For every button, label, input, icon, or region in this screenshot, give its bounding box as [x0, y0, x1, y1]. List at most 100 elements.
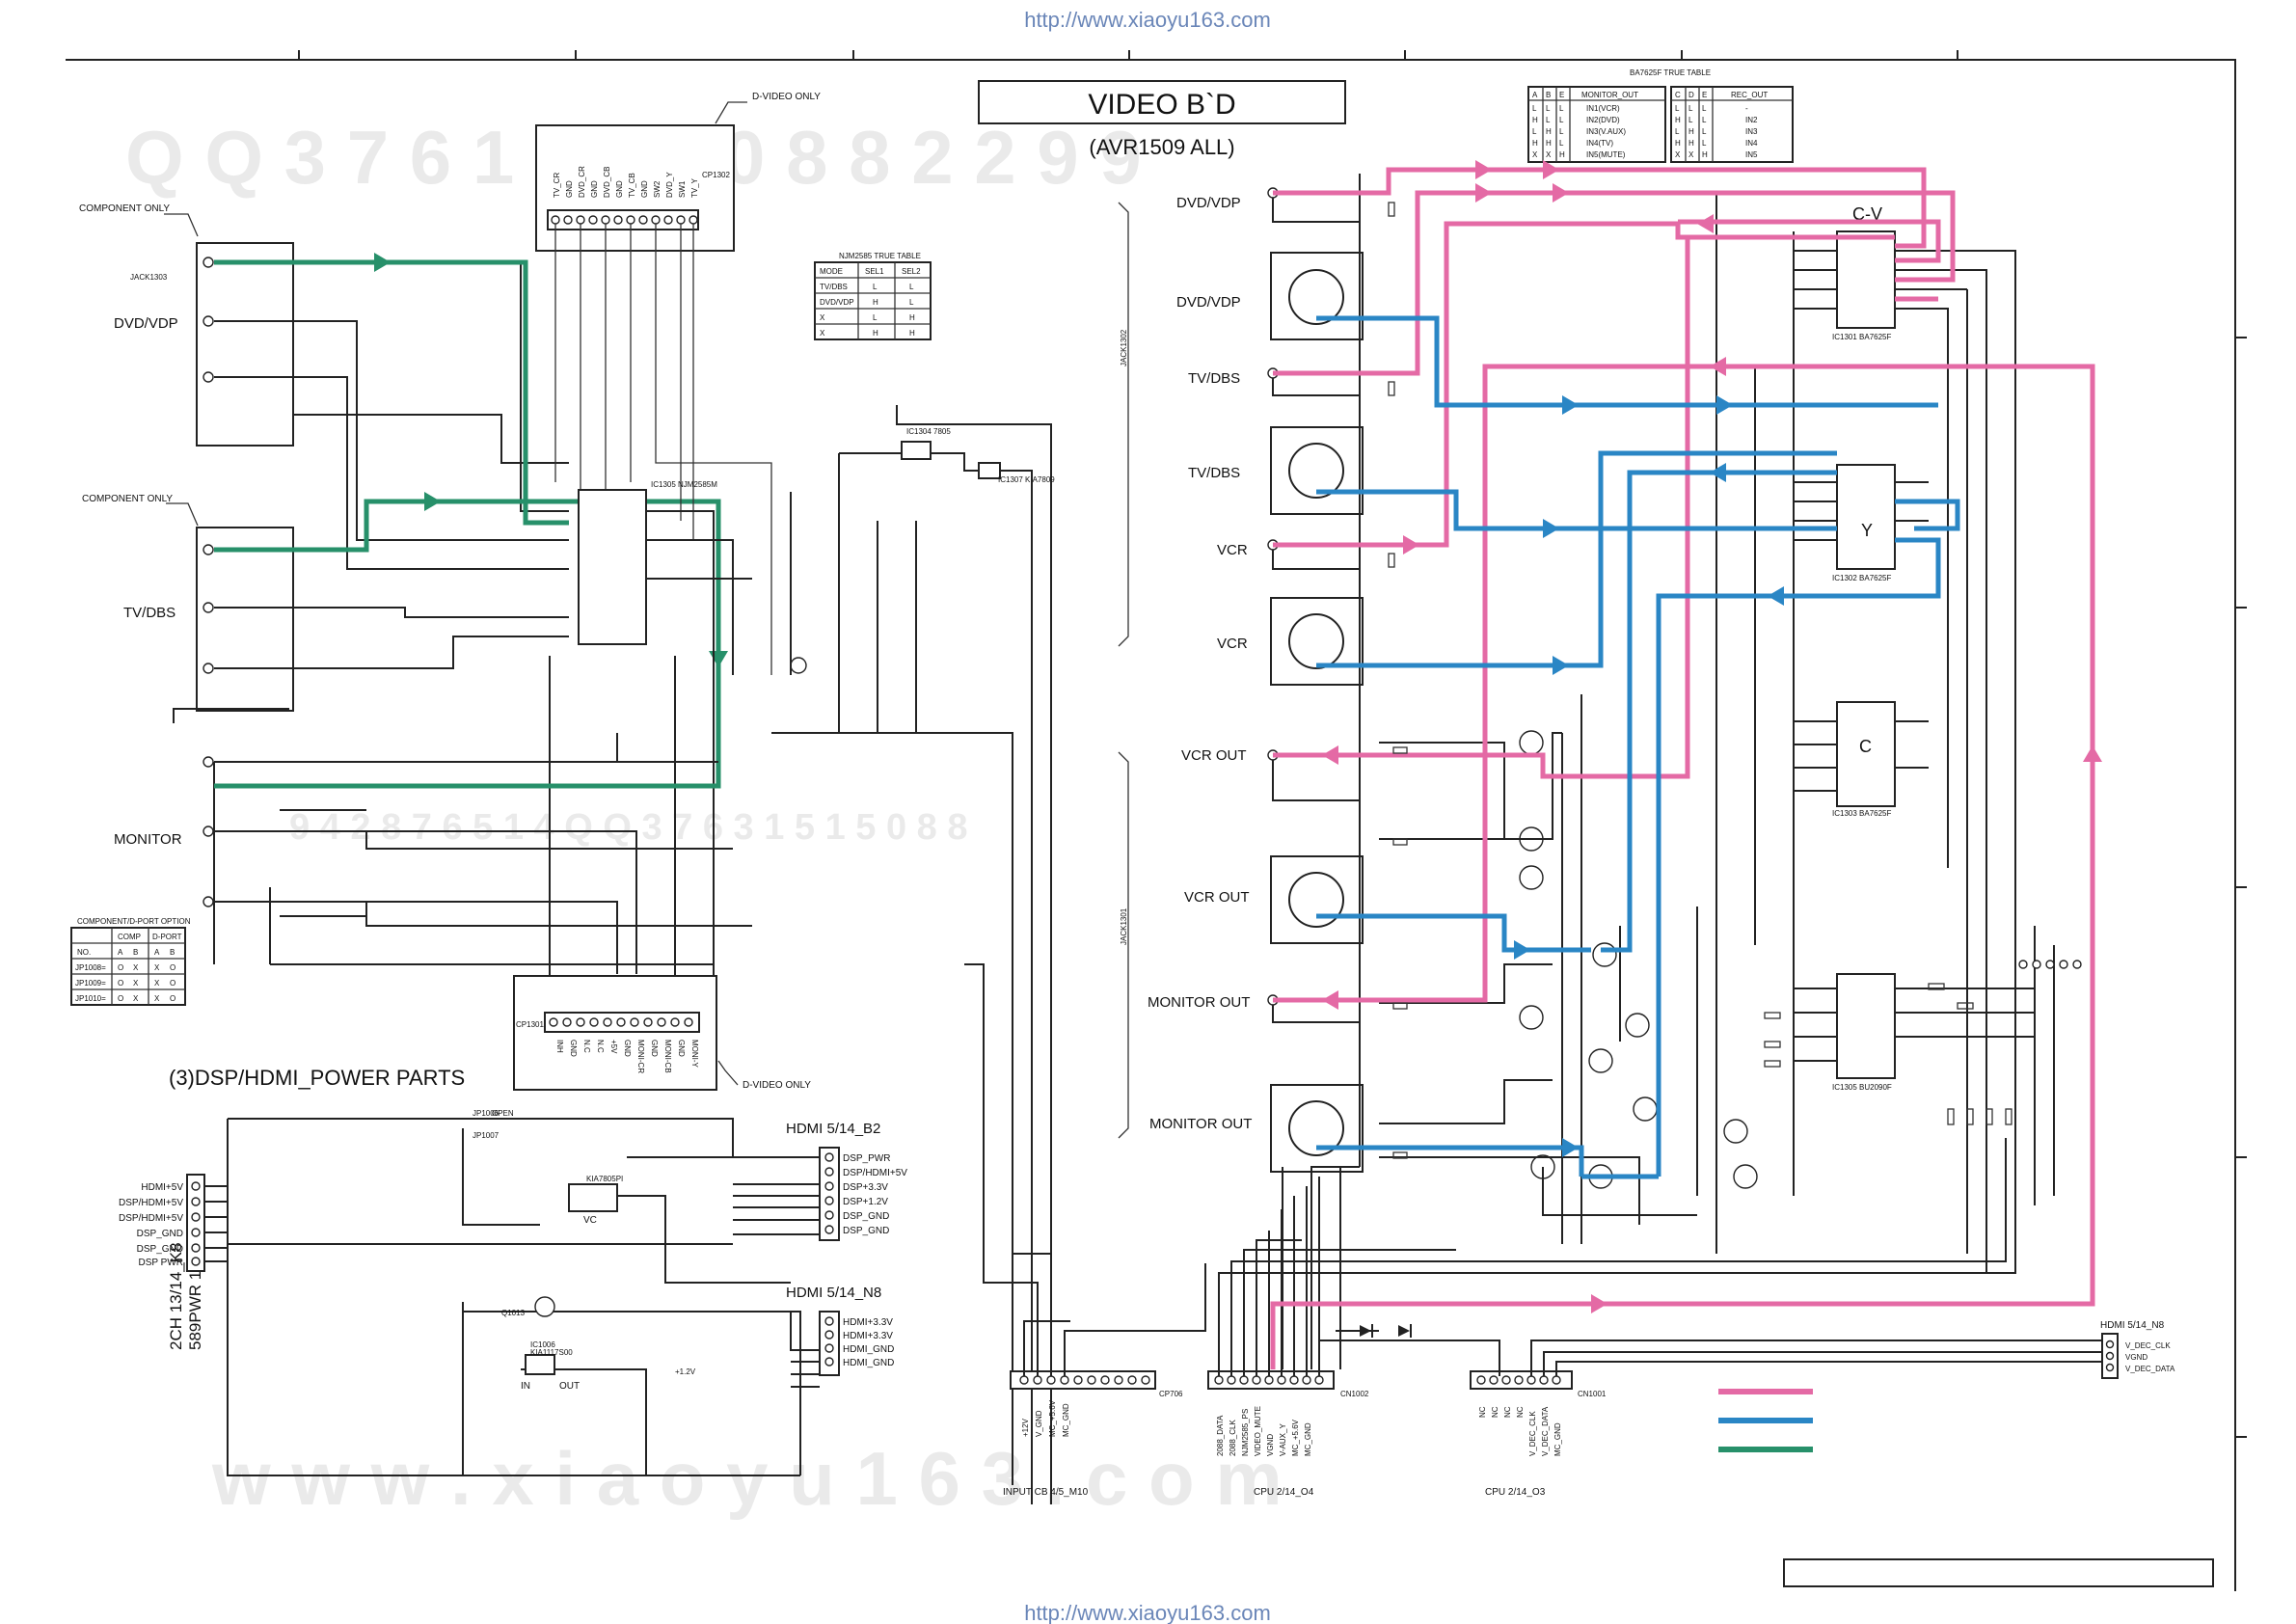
svg-text:CP706: CP706 — [1159, 1390, 1183, 1398]
svg-text:JP1008=: JP1008= — [75, 963, 106, 972]
ic1305-bu2090: IC1305 BU2090F — [1832, 973, 1896, 1092]
svg-text:H: H — [873, 298, 878, 307]
svg-text:C-V: C-V — [1852, 204, 1882, 224]
svg-text:L: L — [1702, 104, 1707, 113]
pink-signals — [1270, 167, 2095, 1369]
vc-regulator: VC KIA7805PI — [568, 1175, 623, 1226]
cn1003-connector — [186, 1174, 205, 1272]
svg-text:DSP+1.2V: DSP+1.2V — [843, 1197, 888, 1207]
monitor-component-wires — [214, 761, 718, 974]
svg-text:IC1305 BU2090F: IC1305 BU2090F — [1832, 1083, 1892, 1092]
svg-text:-: - — [1745, 104, 1748, 113]
svg-text:B: B — [1546, 91, 1551, 99]
svg-text:MONI-Y: MONI-Y — [690, 1040, 699, 1069]
cp706-connector: CP706 INPUT CB 4/5_M10 — [1003, 1370, 1183, 1498]
cn1002-pin-labels: 2088_DATA 2088_CLK NJM2585_PS VIDEO_MUTE… — [1216, 1406, 1312, 1456]
svg-text:IN3(V.AUX): IN3(V.AUX) — [1586, 127, 1626, 136]
svg-text:C: C — [1675, 91, 1681, 99]
svg-text:MC_GND: MC_GND — [1062, 1403, 1070, 1437]
svg-text:L: L — [1559, 116, 1564, 124]
svg-text:DSP+3.3V: DSP+3.3V — [843, 1182, 888, 1193]
svg-text:MC_+5.6V: MC_+5.6V — [1048, 1399, 1057, 1437]
svideo-jacks — [1270, 252, 1364, 1173]
hdmi-b2-title: HDMI 5/14_B2 — [786, 1121, 880, 1137]
svg-text:H: H — [1688, 127, 1694, 136]
cn1001-caption: CPU 2/14_O3 — [1485, 1487, 1546, 1498]
cp1302-label: CP1302 — [702, 171, 730, 179]
blue-arrows — [1514, 395, 1784, 1157]
svg-text:A: A — [118, 948, 123, 957]
svg-text:A: A — [154, 948, 160, 957]
svg-text:L: L — [1702, 116, 1707, 124]
component-option-table: COMPONENT/D-PORT OPTION COMP D-PORT NO. … — [70, 917, 191, 1006]
svg-text:X: X — [1688, 150, 1694, 159]
svg-text:HDMI+5V: HDMI+5V — [141, 1182, 183, 1193]
svg-text:B: B — [133, 948, 138, 957]
svg-text:IC1307 KIA7809: IC1307 KIA7809 — [998, 475, 1055, 484]
svg-text:DSP/HDMI+5V: DSP/HDMI+5V — [119, 1213, 183, 1224]
svg-text:H: H — [909, 329, 915, 338]
svg-text:O: O — [118, 994, 123, 1003]
svg-text:V_DEC_CLK: V_DEC_CLK — [2125, 1341, 2171, 1350]
svg-text:V_DEC_DATA: V_DEC_DATA — [1541, 1406, 1550, 1456]
svg-text:X: X — [154, 994, 160, 1003]
ba7625-true-table: BA7625F TRUE TABLE A B E MONITOR_OUT C D… — [1527, 68, 1794, 163]
svg-text:V-AUX_Y: V-AUX_Y — [1279, 1423, 1287, 1456]
svg-text:H: H — [1559, 150, 1565, 159]
url-footer[interactable]: http://www.xiaoyu163.com — [1024, 1601, 1271, 1624]
svg-text:H: H — [873, 329, 878, 338]
svg-text:L: L — [1702, 127, 1707, 136]
svg-text:H: H — [909, 313, 915, 322]
svg-text:E: E — [1702, 91, 1707, 99]
cp706-caption: INPUT CB 4/5_M10 — [1003, 1487, 1089, 1498]
svg-text:JACK1302: JACK1302 — [1120, 329, 1128, 366]
svg-text:VGND: VGND — [1266, 1434, 1275, 1456]
svg-text:DVD_CR: DVD_CR — [578, 166, 586, 198]
svg-text:IC1302 BA7625F: IC1302 BA7625F — [1832, 574, 1891, 582]
svg-text:GND: GND — [565, 180, 574, 198]
svg-text:HDMI+3.3V: HDMI+3.3V — [843, 1331, 893, 1341]
svg-text:IN1(VCR): IN1(VCR) — [1586, 104, 1620, 113]
right-output-labels: VCR OUT VCR OUT MONITOR OUT MONITOR OUT — [1148, 747, 1252, 1132]
regulator-ic1304: IC1304 7805 IC1307 KIA7809 — [771, 405, 1055, 1504]
svg-text:SW1: SW1 — [678, 180, 687, 198]
svg-text:L: L — [1675, 104, 1680, 113]
output-transistors — [1379, 694, 1758, 1244]
side-label-2ch: 2CH 13/14_K8 — [167, 1242, 185, 1350]
page-frame — [66, 50, 2247, 1591]
right-input-labels: DVD/VDP DVD/VDP TV/DBS TV/DBS VCR VCR — [1176, 195, 1248, 652]
svg-text:TV_Y: TV_Y — [690, 177, 699, 198]
svg-text:L: L — [1559, 127, 1564, 136]
diodes-d1306-d1307 — [1360, 1324, 1412, 1338]
svg-text:L: L — [1675, 127, 1680, 136]
svg-text:O: O — [118, 963, 123, 972]
svg-text:MC_GND: MC_GND — [1304, 1422, 1312, 1456]
ic1305-label: IC1305 NJM2585M — [651, 480, 717, 489]
svg-text:Q1013: Q1013 — [501, 1309, 526, 1317]
blue-signals — [1316, 315, 1960, 1179]
svg-text:MONI-CR: MONI-CR — [636, 1040, 645, 1073]
svg-text:IC1301 BA7625F: IC1301 BA7625F — [1832, 333, 1891, 341]
svg-text:L: L — [1546, 116, 1551, 124]
svg-text:+5V: +5V — [609, 1040, 618, 1054]
svg-text:H: H — [1675, 139, 1681, 148]
green-signal-dvd — [214, 259, 569, 526]
svg-text:+12V: +12V — [1021, 1418, 1030, 1437]
left-input-dvd: DVD/VDP — [114, 315, 178, 332]
hdmi-n8-right-pin-labels: V_DEC_CLK VGND V_DEC_DATA — [2125, 1341, 2175, 1373]
svg-text:2088_DATA: 2088_DATA — [1216, 1415, 1225, 1456]
svg-text:MONITOR OUT: MONITOR OUT — [1149, 1116, 1252, 1132]
svg-text:OUT: OUT — [559, 1381, 580, 1392]
cp1301-connector: CP1301 D-VIDEO ONLY — [513, 975, 811, 1091]
power-wires — [204, 1118, 821, 1476]
svg-text:TV/DBS: TV/DBS — [820, 283, 848, 291]
url-header[interactable]: http://www.xiaoyu163.com — [1024, 8, 1271, 32]
svg-text:L: L — [1532, 127, 1537, 136]
svg-text:KIA1117S00: KIA1117S00 — [530, 1348, 573, 1357]
svg-text:DSP/HDMI+5V: DSP/HDMI+5V — [119, 1198, 183, 1208]
cn1001-pin-labels: NC NC NC NC V_DEC_CLK V_DEC_DATA MC_GND — [1478, 1406, 1562, 1456]
svg-text:N.C: N.C — [582, 1040, 591, 1053]
svg-text:IN4(TV): IN4(TV) — [1586, 139, 1613, 148]
svg-text:MODE: MODE — [820, 267, 843, 276]
